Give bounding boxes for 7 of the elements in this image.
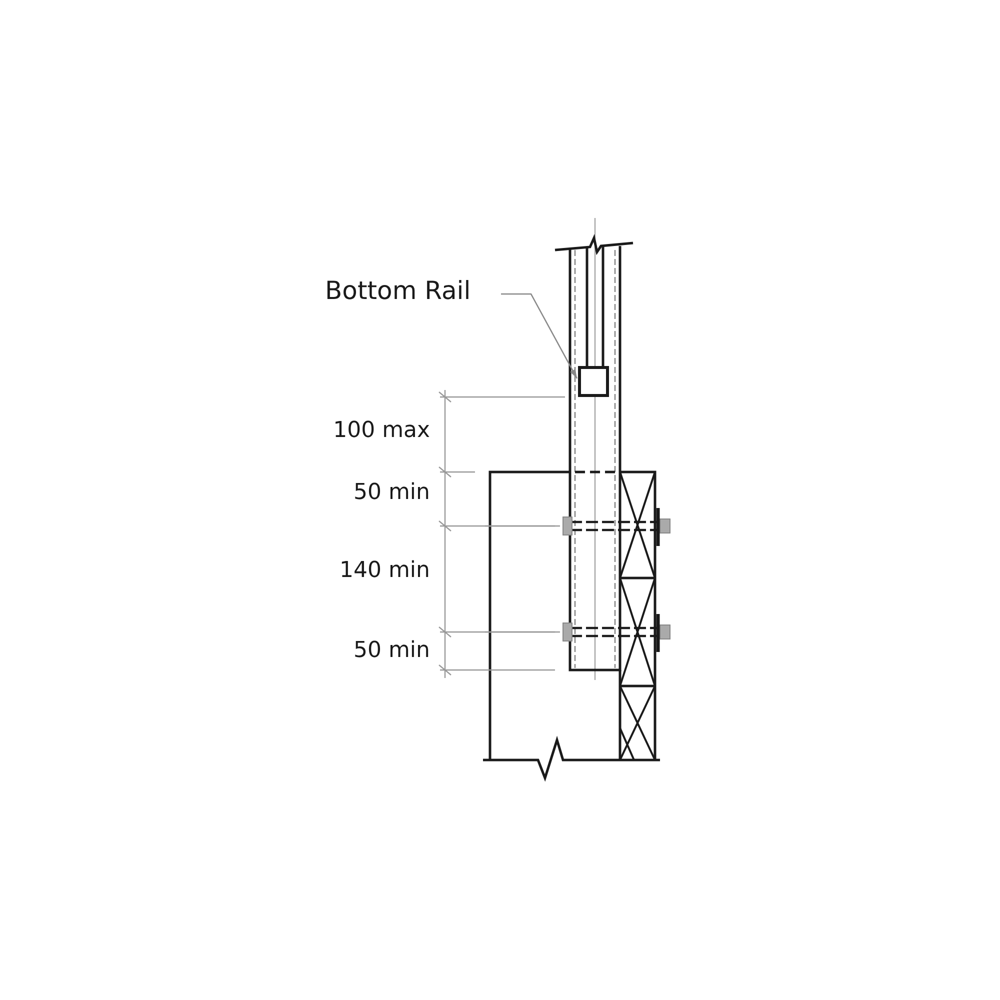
dimension-label: 50 min (352, 480, 430, 505)
dimension-label: 50 min (352, 638, 430, 663)
bottom-rail-section (578, 366, 609, 397)
dimension-label: 100 max (332, 418, 430, 443)
dimension-label: 140 min (338, 558, 430, 583)
part-label: Bottom Rail (325, 276, 471, 305)
leader-line (501, 293, 578, 379)
